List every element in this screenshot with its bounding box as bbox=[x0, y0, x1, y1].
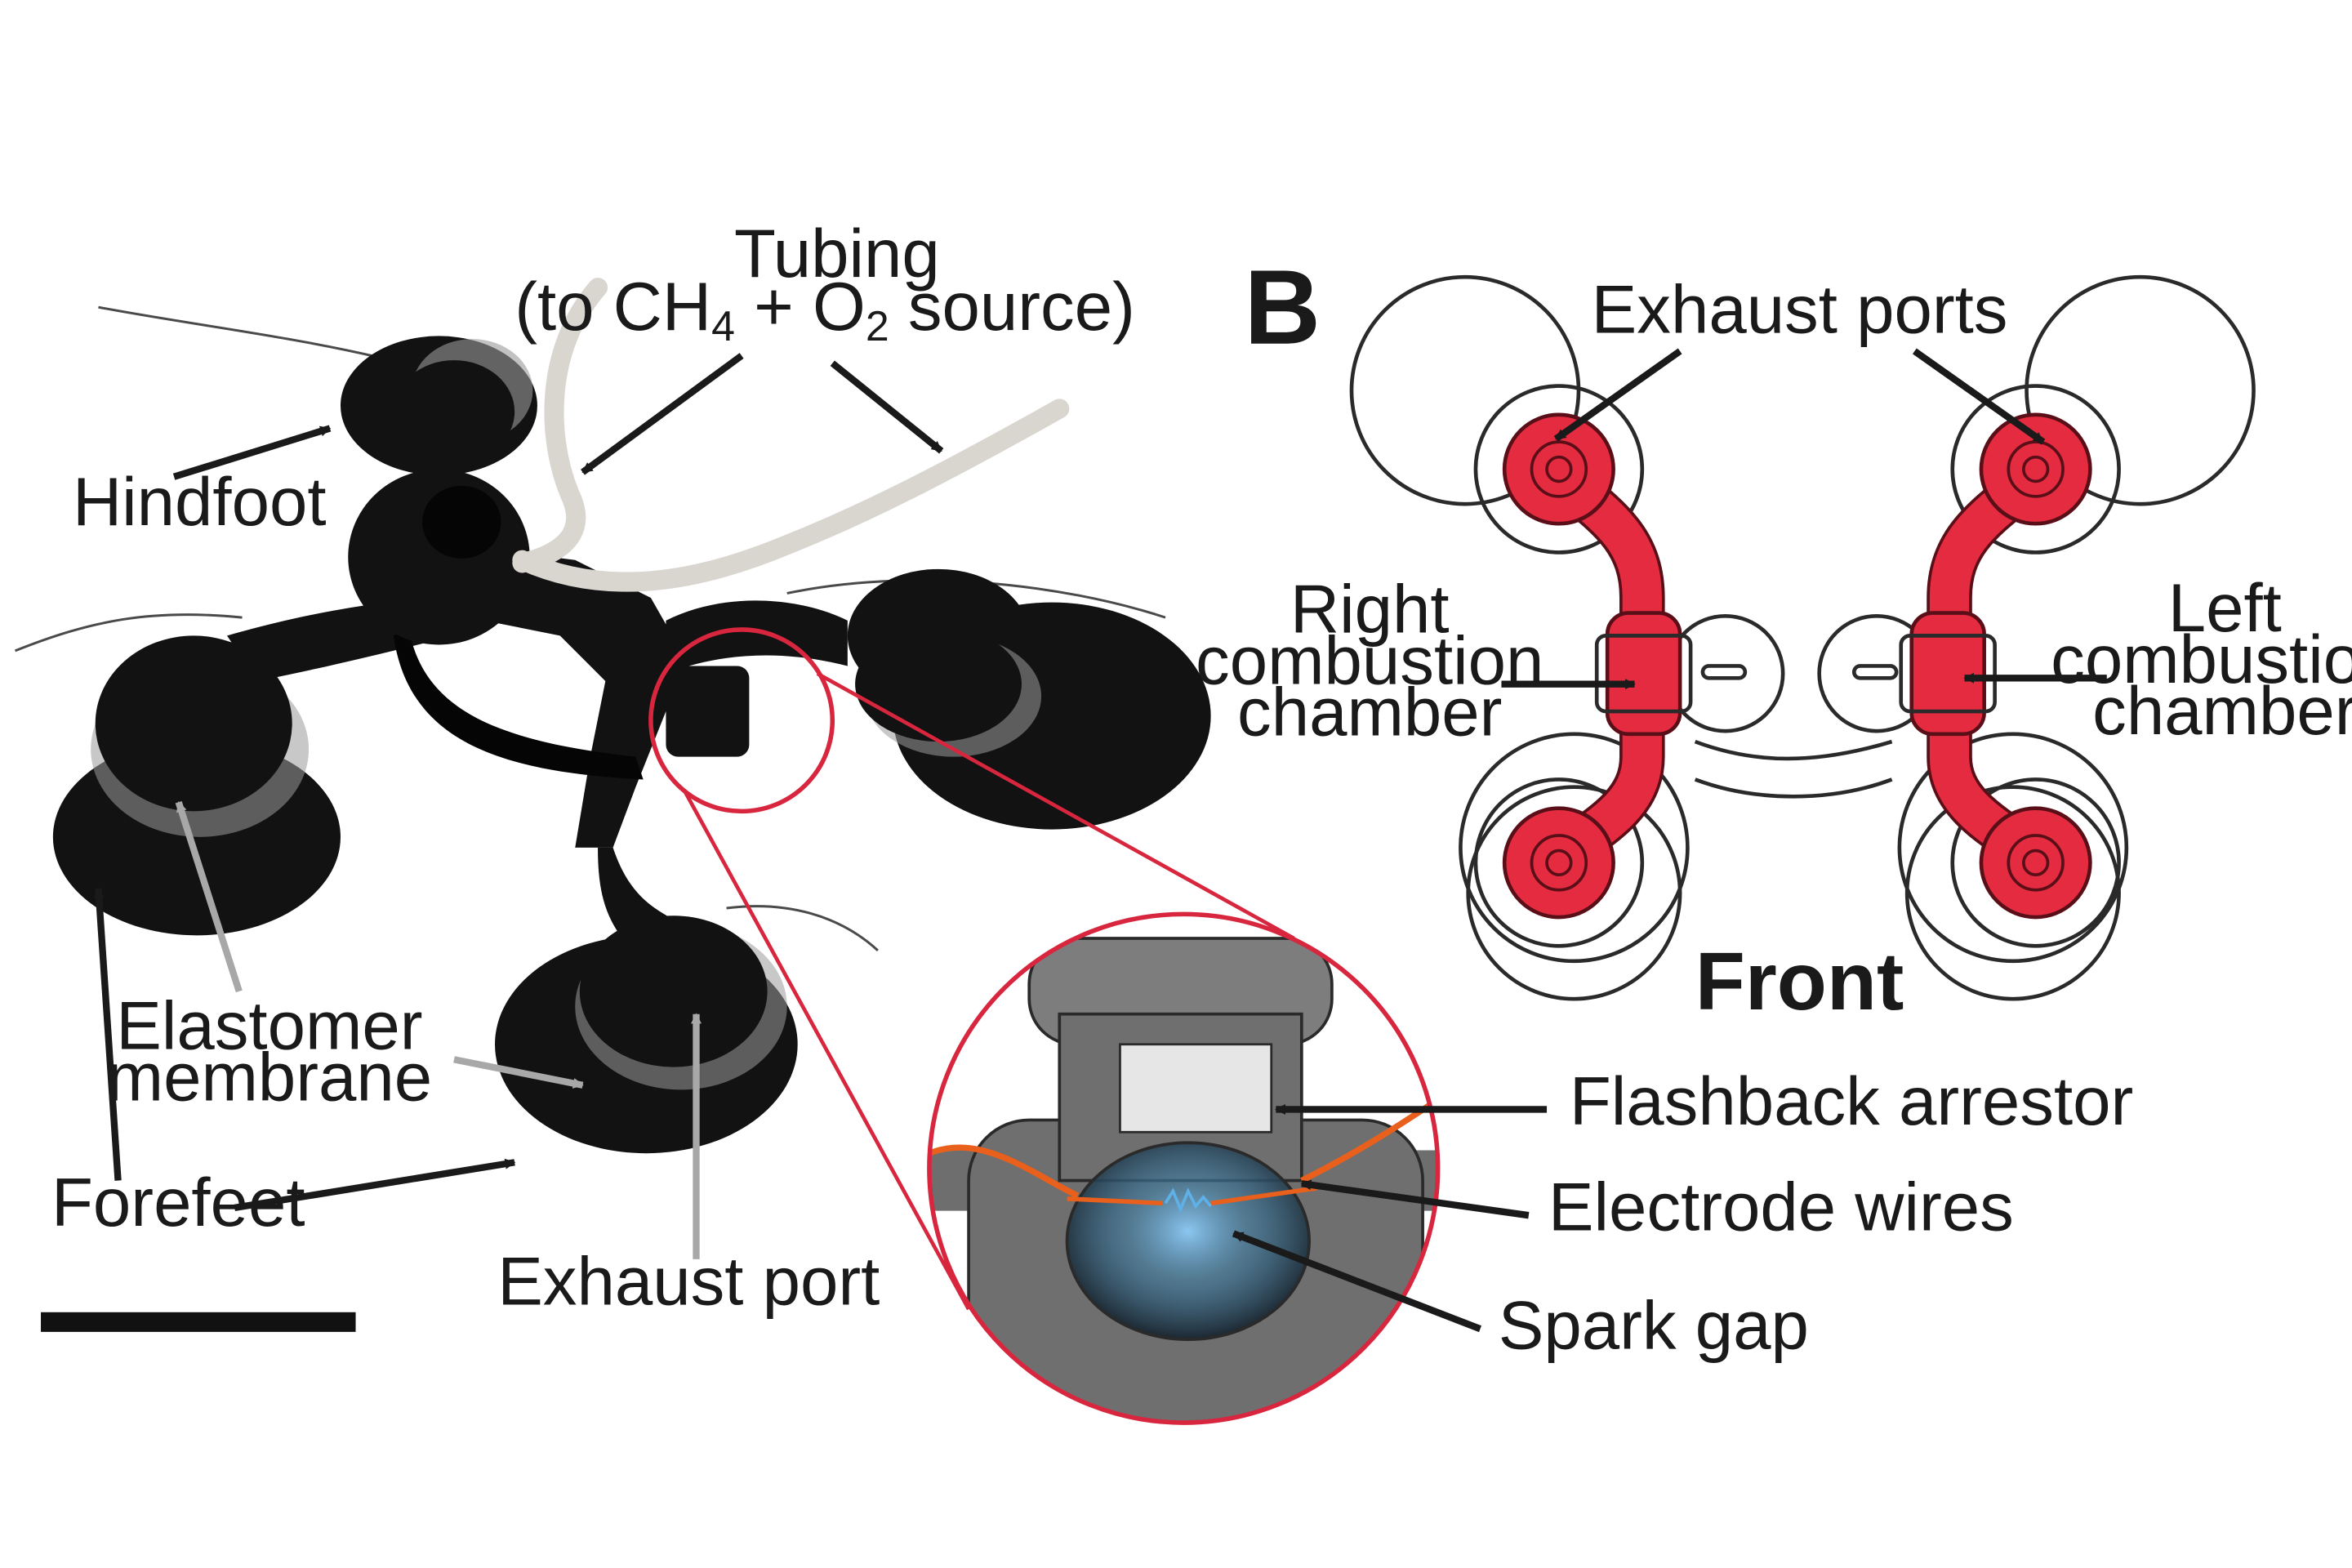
photo-labels: Tubing (to CH4 + O2 source) Hindfoot Ela… bbox=[51, 216, 1135, 1319]
electrode-wires-label: Electrode wires bbox=[1548, 1169, 2014, 1245]
tubing-source-label: (to CH4 + O2 source) bbox=[514, 269, 1135, 350]
exhaust-port-label: Exhaust port bbox=[497, 1244, 880, 1320]
arrow-icon bbox=[234, 1158, 516, 1212]
exhaust-ports-label: Exhaust ports bbox=[1592, 272, 2008, 348]
flashback-arrestor-label: Flashback arrestor bbox=[1570, 1063, 2133, 1139]
panel-b-letter: B bbox=[1244, 249, 1321, 367]
inset-cutaway bbox=[927, 911, 1441, 1425]
inset-callout bbox=[648, 627, 1295, 1311]
panel-b-labels: B Exhaust ports Right combustion chamber… bbox=[1196, 249, 2352, 1027]
tubing-label: Tubing bbox=[734, 216, 940, 292]
scale-bar bbox=[41, 1312, 356, 1332]
arrow-icon bbox=[1232, 1230, 1482, 1333]
panel-b-schematic bbox=[1349, 274, 2256, 1001]
left-chamber-label-1: Left bbox=[2168, 570, 2282, 646]
right-chamber-label-2: combustion bbox=[1196, 623, 1544, 699]
forefeet-label: Forefeet bbox=[51, 1165, 305, 1241]
arrow-icon bbox=[93, 887, 122, 1181]
arrow-icon bbox=[1553, 348, 1682, 442]
label-arrows bbox=[93, 348, 2107, 1333]
arrow-icon bbox=[453, 1056, 584, 1089]
elastomer-membrane-label-line2: membrane bbox=[107, 1039, 433, 1115]
robot-photo bbox=[14, 278, 1211, 1154]
arrow-icon bbox=[581, 353, 744, 475]
arrow-icon bbox=[830, 360, 944, 454]
left-chamber-label-2: combustion bbox=[2051, 621, 2352, 697]
hindfoot-label: Hindfoot bbox=[73, 464, 327, 540]
arrow-icon bbox=[1912, 348, 2046, 445]
spark-gap-label: Spark gap bbox=[1499, 1287, 1809, 1363]
inset-labels: Flashback arrestor Electrode wires Spark… bbox=[1499, 1063, 2134, 1363]
right-chamber-label-1: Right bbox=[1290, 572, 1450, 648]
arrow-icon bbox=[175, 800, 243, 993]
arrow-icon bbox=[172, 425, 332, 480]
arrow-icon bbox=[1300, 1179, 1530, 1219]
right-chamber-label-3: chamber bbox=[1237, 675, 1502, 751]
front-label: Front bbox=[1695, 936, 1904, 1027]
left-chamber-label-3: chamber bbox=[2092, 673, 2352, 749]
elastomer-membrane-label: Elastomer bbox=[116, 987, 422, 1063]
